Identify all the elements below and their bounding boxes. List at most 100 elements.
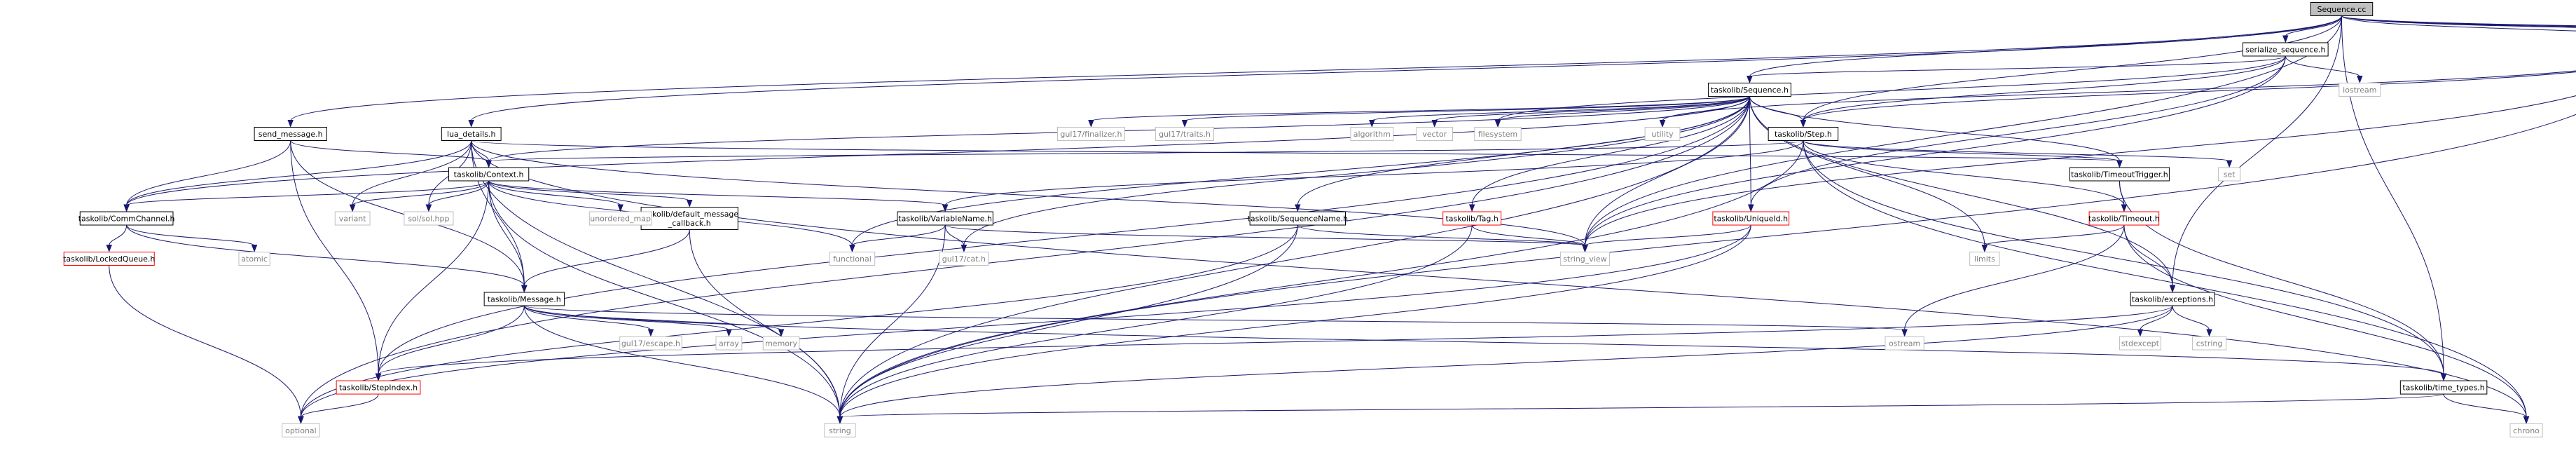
node-label: taskolib/Step.h xyxy=(1775,130,1832,139)
edge-arrowhead xyxy=(1431,119,1438,128)
edge-line xyxy=(1662,70,2576,121)
node-box xyxy=(588,211,652,226)
include-edge-taskolib_message_h-to-memory xyxy=(523,305,785,337)
node-utility: utility xyxy=(1644,126,1681,141)
node-taskolib-uniqueid-h[interactable]: taskolib/UniqueId.h xyxy=(1712,211,1790,226)
node-label: string_view xyxy=(1563,254,1606,264)
node-send-message-h[interactable]: send_message.h xyxy=(254,126,327,141)
node-box xyxy=(2119,336,2161,351)
node-box xyxy=(1768,126,1839,141)
include-edge-taskolib_sequence_h-to-algorithm xyxy=(1369,96,1750,128)
node-label: taskolib/Timeout.h xyxy=(2088,215,2160,224)
include-edge-taskolib_commchannel_h-to-taskolib_lockedqueue_h xyxy=(106,224,128,252)
node-box xyxy=(2069,167,2170,182)
node-label: taskolib/SequenceName.h xyxy=(1248,215,1349,224)
node-label: taskolib/exceptions.h xyxy=(2132,294,2213,304)
edge-line xyxy=(523,305,729,331)
edge-line xyxy=(109,224,128,246)
nodes-layer: Sequence.ccserialize_sequence.hinternals… xyxy=(63,1,2543,437)
node-label: send_message.h xyxy=(259,130,323,139)
edge-arrowhead xyxy=(123,204,130,212)
edge-arrowhead xyxy=(106,245,112,252)
include-edge-taskolib_sequence_h-to-gul17_cat_h xyxy=(960,96,1750,252)
include-edge-internals_h-to-taskolib_step_h xyxy=(1800,72,2576,128)
node-label: taskolib/CommChannel.h xyxy=(78,215,175,224)
edge-arrowhead xyxy=(1295,204,1301,212)
edge-line xyxy=(2341,15,2576,28)
node-box xyxy=(79,211,174,226)
edge-line xyxy=(1904,225,2125,331)
node-label: _callback.h xyxy=(668,219,711,228)
node-sequence-cc[interactable]: Sequence.cc xyxy=(2310,1,2374,16)
include-edge-sequence_cc-to-gul17_smallvector_h xyxy=(2341,15,2576,27)
node-taskolib-sequence-h[interactable]: taskolib/Sequence.h xyxy=(1707,82,1791,97)
edge-line xyxy=(1749,96,1751,206)
node-label: sol/sol.hpp xyxy=(408,215,449,224)
node-label: gul17/finalizer.h xyxy=(1060,130,1122,139)
node-taskolib-step-h[interactable]: taskolib/Step.h xyxy=(1768,126,1839,141)
edge-line xyxy=(944,224,965,246)
edge-line xyxy=(488,180,621,206)
edge-arrowhead xyxy=(287,119,294,128)
node-taskolib-exceptions-h[interactable]: taskolib/exceptions.h xyxy=(2130,292,2215,306)
node-lua-details-h[interactable]: lua_details.h xyxy=(441,126,502,141)
edge-line xyxy=(2341,15,2444,375)
node-label: stdexcept xyxy=(2121,339,2160,348)
include-edge-taskolib_sequencename_h-to-string_view xyxy=(1297,224,1588,252)
node-taskolib-timeout-h[interactable]: taskolib/Timeout.h xyxy=(2088,211,2160,226)
include-edge-sequence_cc-to-taskolib_time_types_h xyxy=(2341,15,2447,381)
node-box xyxy=(640,207,738,231)
edge-arrowhead xyxy=(1582,245,1588,252)
node-label: ostream xyxy=(1889,339,1920,348)
node-label: taskolib/Message.h xyxy=(488,294,561,304)
node-taskolib-context-h[interactable]: taskolib/Context.h xyxy=(448,167,530,182)
edge-line xyxy=(2341,15,2576,27)
node-gul17-traits-h: gul17/traits.h xyxy=(1155,126,1215,141)
include-edge-sequence_cc-to-lua_details_h xyxy=(468,15,2342,128)
edge-arrowhead xyxy=(778,329,785,337)
edge-arrowhead xyxy=(298,416,304,424)
include-edge-send_message_h-to-taskolib_commchannel_h xyxy=(123,140,291,212)
node-box xyxy=(2399,380,2488,395)
node-taskolib-time-types-h[interactable]: taskolib/time_types.h xyxy=(2399,380,2488,395)
include-edge-taskolib_sequence_h-to-optional xyxy=(298,96,1750,424)
edge-arrowhead xyxy=(2523,416,2530,424)
node-label: unordered_map xyxy=(590,215,651,224)
node-taskolib-default-message-callback-h[interactable]: taskolib/default_message_callback.h xyxy=(640,207,738,231)
node-taskolib-variablename-h[interactable]: taskolib/VariableName.h xyxy=(897,211,993,226)
include-edge-taskolib_timeouttrigger_h-to-taskolib_timeout_h xyxy=(2119,180,2128,212)
edge-line xyxy=(1090,96,1750,121)
node-box xyxy=(254,126,327,141)
node-box xyxy=(1249,211,1346,226)
node-filesystem: filesystem xyxy=(1474,126,1522,141)
node-taskolib-timeouttrigger-h[interactable]: taskolib/TimeoutTrigger.h xyxy=(2069,167,2170,182)
edge-line xyxy=(1803,72,2576,121)
node-label: taskolib/VariableName.h xyxy=(898,215,992,224)
node-serialize-sequence-h[interactable]: serialize_sequence.h xyxy=(2242,42,2329,57)
node-taskolib-commchannel-h[interactable]: taskolib/CommChannel.h xyxy=(78,211,175,226)
node-taskolib-message-h[interactable]: taskolib/Message.h xyxy=(483,292,565,306)
edge-arrowhead xyxy=(849,245,855,252)
include-edge-taskolib_timeout_h-to-taskolib_exceptions_h xyxy=(2123,225,2176,293)
node-box xyxy=(336,380,421,395)
node-taskolib-lockedqueue-h[interactable]: taskolib/LockedQueue.h xyxy=(63,252,155,266)
edge-arrowhead xyxy=(2440,373,2447,381)
node-unordered-map: unordered_map xyxy=(588,211,652,226)
node-taskolib-sequencename-h[interactable]: taskolib/SequenceName.h xyxy=(1248,211,1349,226)
include-edge-lua_details_h-to-taskolib_commchannel_h xyxy=(123,140,472,212)
include-edge-taskolib_commchannel_h-to-atomic xyxy=(126,224,258,252)
edge-arrowhead xyxy=(617,204,624,212)
include-edge-taskolib_message_h-to-gul17_escape_h xyxy=(523,305,654,337)
edge-arrowhead xyxy=(1747,75,1753,83)
node-label: gul17/cat.h xyxy=(942,254,986,264)
node-label: variant xyxy=(339,215,367,224)
node-taskolib-stepindex-h[interactable]: taskolib/StepIndex.h xyxy=(336,380,421,395)
edge-line xyxy=(428,180,490,206)
edge-line xyxy=(2140,305,2173,331)
edge-arrowhead xyxy=(1748,204,1754,212)
node-box xyxy=(1155,126,1215,141)
edge-line xyxy=(300,393,379,418)
node-taskolib-tag-h[interactable]: taskolib/Tag.h xyxy=(1442,211,1502,226)
edge-line xyxy=(523,305,782,331)
